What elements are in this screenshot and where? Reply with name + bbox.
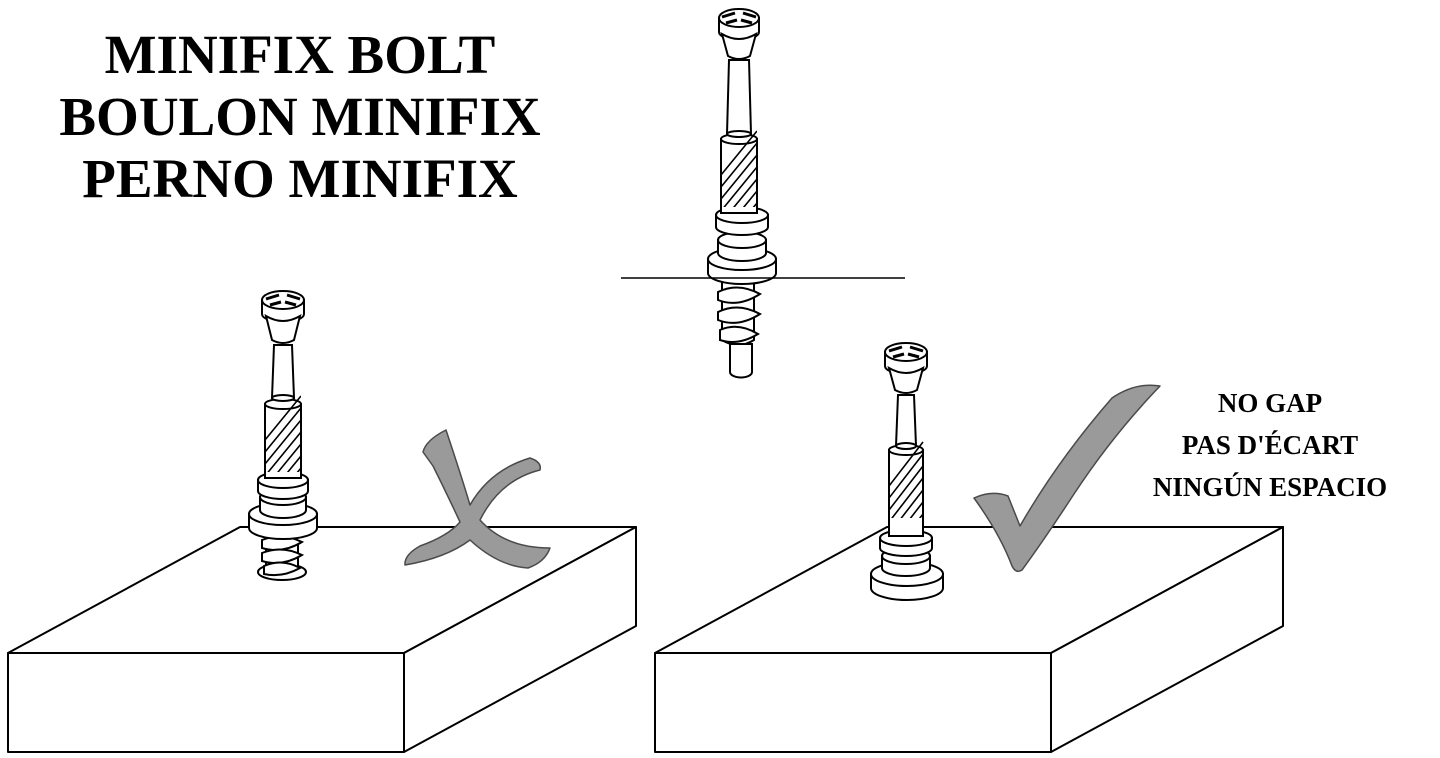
note-english: NO GAP: [1217, 388, 1323, 418]
left-block-front-face: [7, 652, 405, 753]
left-bolt-head: [261, 290, 305, 344]
top-bolt-knurl: [720, 130, 758, 214]
top-bolt-shaft: [725, 59, 753, 138]
top-bolt-head: [718, 8, 760, 60]
left-wood-block: [7, 526, 637, 753]
top-bolt: [621, 8, 905, 379]
top-bolt-tip: [729, 343, 753, 379]
left-bolt-knurl: [264, 395, 302, 479]
page-title: MINIFIX BOLT BOULON MINIFIX PERNO MINIFI…: [40, 24, 560, 210]
right-bolt-knurl: [888, 441, 924, 537]
right-block-front-face: [654, 652, 1052, 753]
right-bolt-shaft: [894, 394, 918, 450]
note-spanish: NINGÚN ESPACIO: [1152, 472, 1388, 502]
check-mark-icon: [973, 384, 1161, 573]
title-french: BOULON MINIFIX: [59, 86, 541, 147]
title-english: MINIFIX BOLT: [104, 24, 496, 85]
title-spanish: PERNO MINIFIX: [82, 148, 518, 209]
right-wood-block: [654, 526, 1284, 753]
left-bolt-screw: [261, 535, 305, 577]
no-gap-note: NO GAP PAS D'ÉCART NINGÚN ESPACIO: [1110, 382, 1430, 508]
left-bolt: [248, 290, 318, 581]
right-bolt-head: [884, 342, 928, 394]
note-french: PAS D'ÉCART: [1181, 430, 1359, 460]
left-bolt-shaft: [270, 344, 296, 402]
top-bolt-screw: [717, 281, 762, 379]
cross-mark-icon: [404, 429, 551, 569]
right-bolt: [870, 342, 944, 601]
top-bolt-flange: [707, 231, 777, 285]
